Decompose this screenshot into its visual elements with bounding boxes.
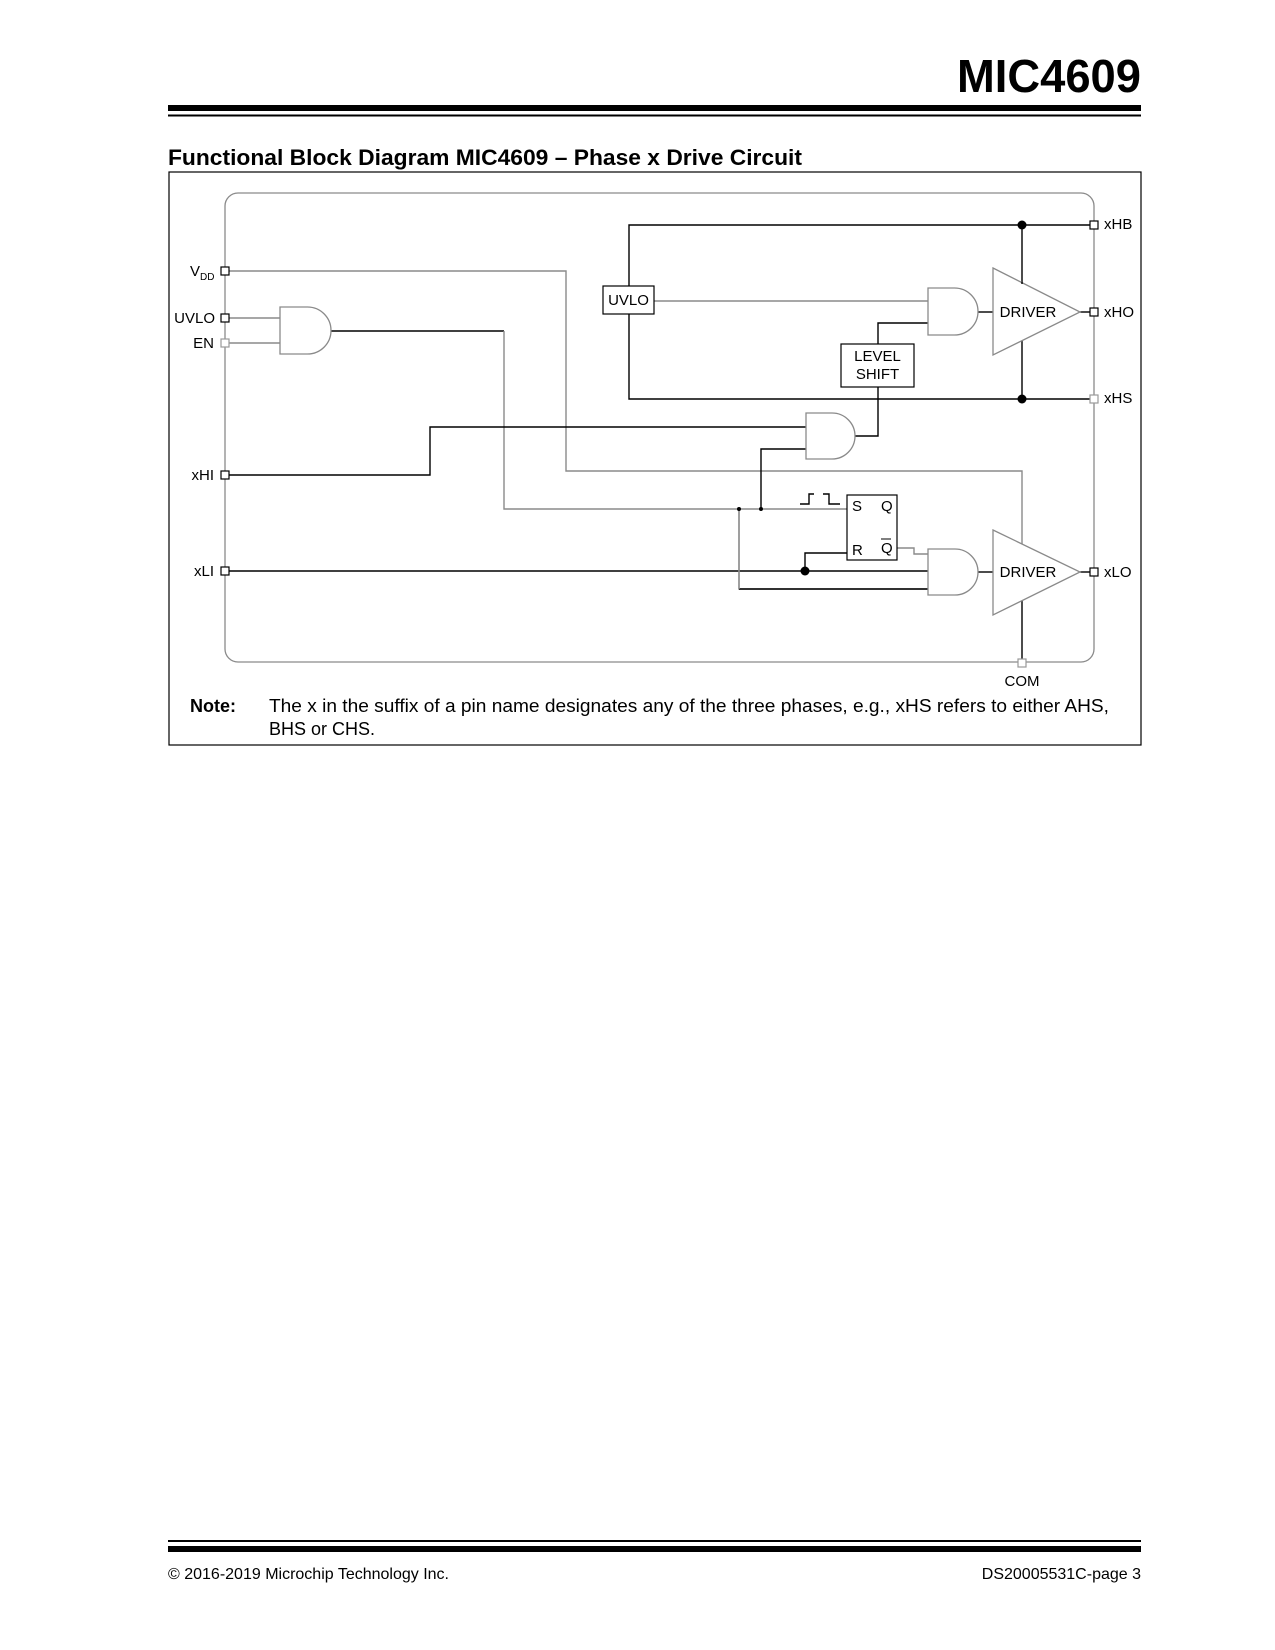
uvlo-pin bbox=[220, 313, 230, 323]
xho-pin-label: xHO bbox=[1104, 304, 1134, 321]
com-pin-label: COM bbox=[1005, 673, 1040, 690]
xhs-pin-label: xHS bbox=[1104, 390, 1132, 407]
xhi-pin bbox=[220, 470, 230, 480]
footer-thin-rule bbox=[168, 1540, 1141, 1542]
vdd-pin bbox=[220, 266, 230, 276]
flipflop-qbar-label: Q bbox=[881, 540, 893, 557]
xlo-pin bbox=[1089, 567, 1099, 577]
section-title: Functional Block Diagram MIC4609 – Phase… bbox=[168, 145, 803, 170]
header-thin-rule bbox=[168, 114, 1141, 117]
flipflop-r-label: R bbox=[852, 542, 863, 559]
vdd-wire bbox=[229, 270, 1023, 545]
level-shift-label-line1: LEVEL bbox=[854, 348, 901, 365]
en-pin bbox=[220, 338, 230, 348]
footer-copyright: © 2016-2019 Microchip Technology Inc. bbox=[168, 1566, 449, 1583]
input-and-gate bbox=[805, 412, 856, 460]
block-diagram: DRIVER DRIVER UVLO LEVEL SHIFT S R Q Q V… bbox=[174, 216, 1134, 690]
xhs-rail bbox=[628, 314, 1094, 400]
xhs-pin bbox=[1089, 394, 1099, 404]
pulse-falling-icon bbox=[823, 493, 840, 505]
junction-dot bbox=[800, 566, 810, 576]
xhi-pin-label: xHI bbox=[192, 467, 215, 484]
uvlo-pin-label: UVLO bbox=[174, 310, 215, 327]
vdd-main: V bbox=[190, 263, 200, 280]
footer-thick-rule bbox=[168, 1546, 1141, 1552]
junction-dot bbox=[737, 507, 741, 511]
com-pin bbox=[1017, 658, 1027, 668]
low-driver-label: DRIVER bbox=[1000, 564, 1057, 581]
en-pin-label: EN bbox=[193, 335, 214, 352]
qbar-wire bbox=[897, 547, 928, 555]
flipflop-q-label: Q bbox=[881, 498, 893, 515]
xlo-pin-label: xLO bbox=[1104, 564, 1132, 581]
level-shift-output-wire bbox=[877, 322, 928, 344]
figure-frame bbox=[168, 171, 1142, 746]
junction-dot bbox=[1017, 394, 1027, 404]
xhb-pin-label: xHB bbox=[1104, 216, 1132, 233]
flipflop-s-label: S bbox=[852, 498, 862, 515]
xhi-wire bbox=[229, 426, 806, 476]
footer-page-reference: DS20005531C-page 3 bbox=[982, 1566, 1141, 1583]
enable-and-gate bbox=[279, 306, 332, 355]
enable-to-low-gate-wire-a bbox=[738, 509, 928, 590]
uvlo-block bbox=[602, 285, 655, 315]
junction-dot bbox=[1017, 220, 1027, 230]
level-shift-block bbox=[840, 343, 915, 388]
chip-boundary bbox=[224, 192, 1095, 663]
enable-to-high-gate-wire bbox=[760, 448, 806, 509]
note-text-line1: The x in the suffix of a pin name design… bbox=[269, 696, 1109, 716]
note-label: Note: bbox=[190, 696, 236, 716]
xhb-pin bbox=[1089, 220, 1099, 230]
header-thick-rule bbox=[168, 105, 1141, 111]
part-number-header: MIC4609 bbox=[957, 50, 1141, 102]
enable-signal-wire bbox=[503, 331, 847, 510]
junction-dot bbox=[759, 507, 763, 511]
xli-pin bbox=[220, 566, 230, 576]
pulse-rising-icon bbox=[800, 493, 814, 505]
vdd-subscript: DD bbox=[200, 272, 214, 283]
vdd-pin-label: VDD bbox=[190, 263, 214, 283]
level-shift-input-wire bbox=[855, 387, 879, 437]
high-side-driver bbox=[992, 266, 1082, 357]
xho-pin bbox=[1089, 307, 1099, 317]
level-shift-label-line2: SHIFT bbox=[856, 366, 899, 383]
high-and-gate bbox=[927, 287, 979, 336]
xli-pin-label: xLI bbox=[194, 563, 214, 580]
high-driver-label: DRIVER bbox=[1000, 304, 1057, 321]
low-side-driver bbox=[992, 528, 1082, 617]
low-and-gate bbox=[927, 548, 979, 596]
note-text-line2: BHS or CHS. bbox=[269, 719, 375, 739]
xhb-rail bbox=[628, 224, 1094, 286]
sr-flipflop bbox=[846, 494, 898, 561]
uvlo-block-label: UVLO bbox=[608, 292, 649, 309]
reset-wire bbox=[804, 552, 847, 571]
